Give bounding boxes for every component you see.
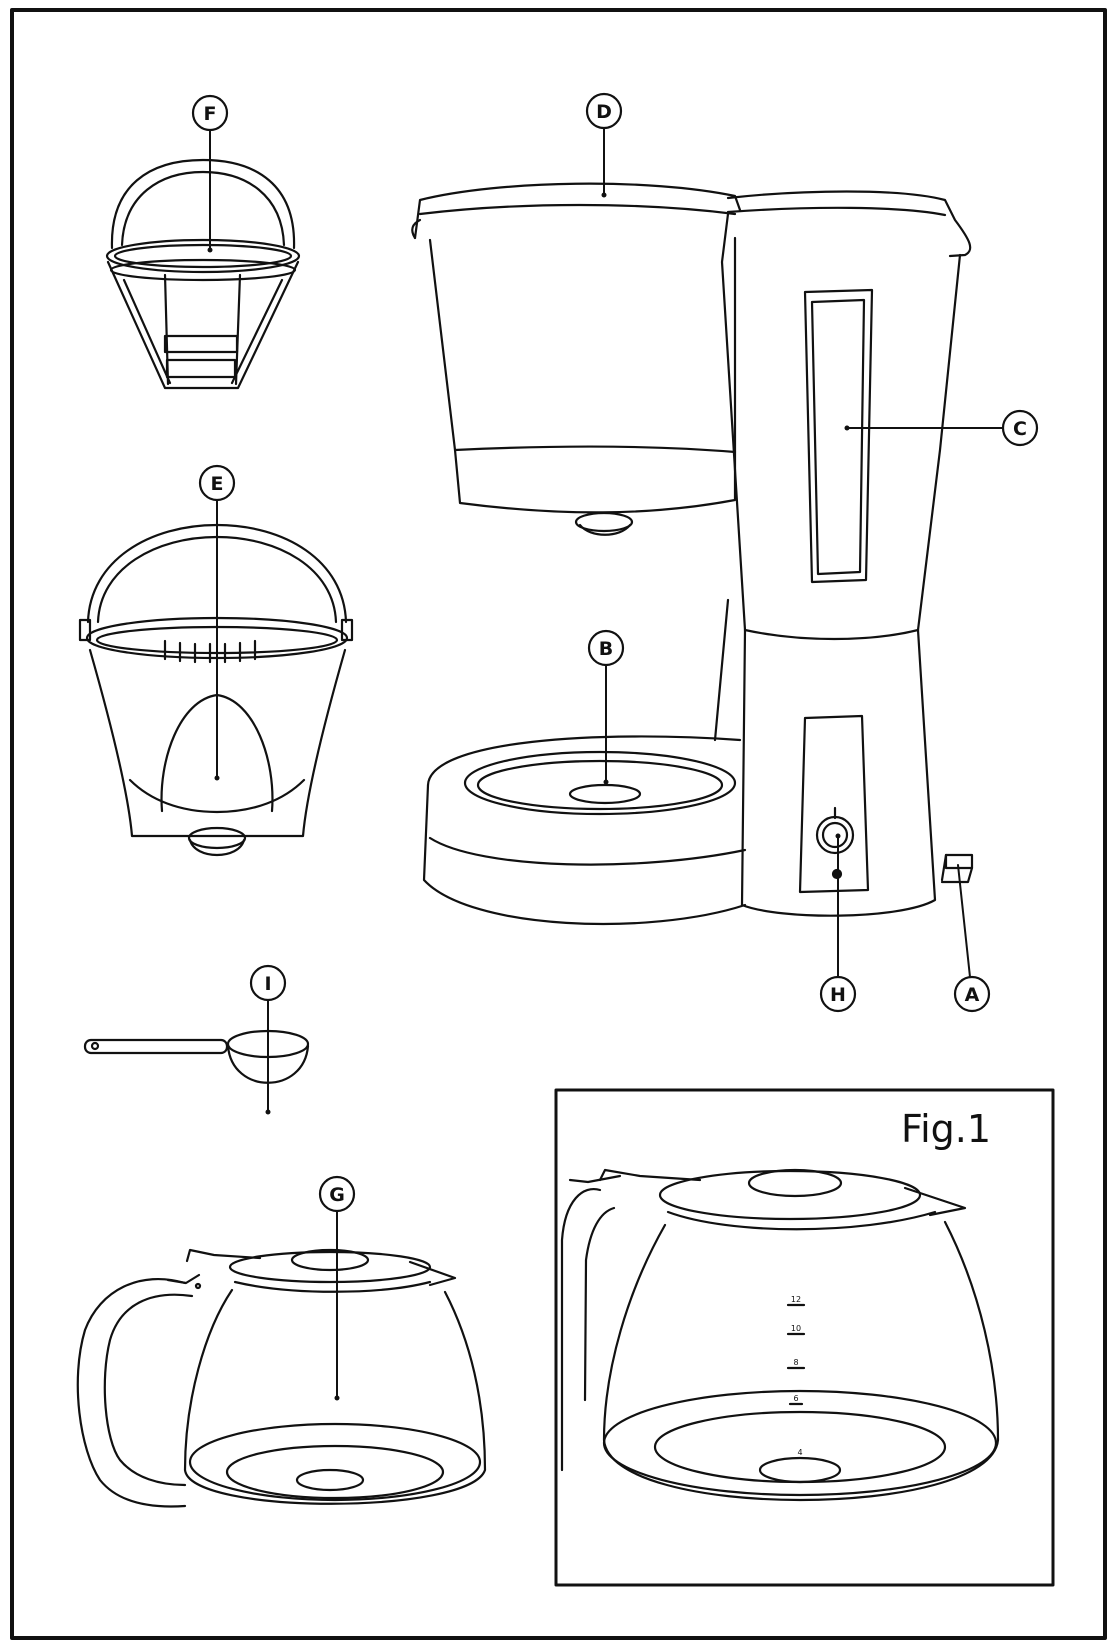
leader-lines [209, 127, 1004, 1399]
callout-e: E [198, 464, 236, 502]
leader-a [957, 864, 971, 978]
callout-g: G [318, 1175, 356, 1213]
callout-letter-g: G [329, 1184, 345, 1206]
callout-i: I [249, 964, 287, 1002]
warming-plate-b [463, 750, 737, 816]
callout-c: C [1001, 409, 1039, 447]
scale-mark-10: 10 [791, 1324, 801, 1333]
callout-letter-b: B [599, 638, 613, 660]
scale-ticks [786, 1303, 806, 1406]
fig1-inset: Fig.1 [554, 1088, 1055, 1587]
lid-d [413, 182, 742, 240]
callout-letter-c: C [1013, 418, 1027, 440]
measuring-spoon-i [83, 1029, 310, 1084]
callout-f: F [191, 94, 229, 132]
leader-dots [207, 192, 850, 1401]
callout-letter-a: A [965, 984, 980, 1006]
inset-frame [554, 1088, 1055, 1587]
callout-d: D [585, 92, 623, 130]
callout-a: A [953, 975, 991, 1013]
permanent-filter-f [105, 158, 301, 390]
carafe-scale-labels: 12 10 8 6 4 [791, 1295, 803, 1457]
callout-letter-e: E [211, 473, 224, 495]
coffee-maker-body [411, 182, 974, 926]
glass-carafe-g [76, 1248, 487, 1508]
callout-b: B [587, 629, 625, 667]
scale-mark-12: 12 [791, 1295, 801, 1304]
page-frame [10, 8, 1107, 1640]
scale-mark-6: 6 [793, 1394, 798, 1403]
callout-letter-i: I [264, 973, 271, 995]
figure-label: Fig.1 [901, 1107, 991, 1151]
water-window-c [803, 288, 874, 584]
callout-letter-f: F [204, 103, 217, 125]
callout-letter-d: D [596, 101, 612, 123]
scale-mark-8: 8 [793, 1358, 798, 1367]
callout-h: H [819, 975, 857, 1013]
callout-letter-h: H [830, 984, 846, 1006]
scale-mark-4: 4 [797, 1448, 802, 1457]
callouts: F E D C B H A I [191, 92, 1039, 1213]
